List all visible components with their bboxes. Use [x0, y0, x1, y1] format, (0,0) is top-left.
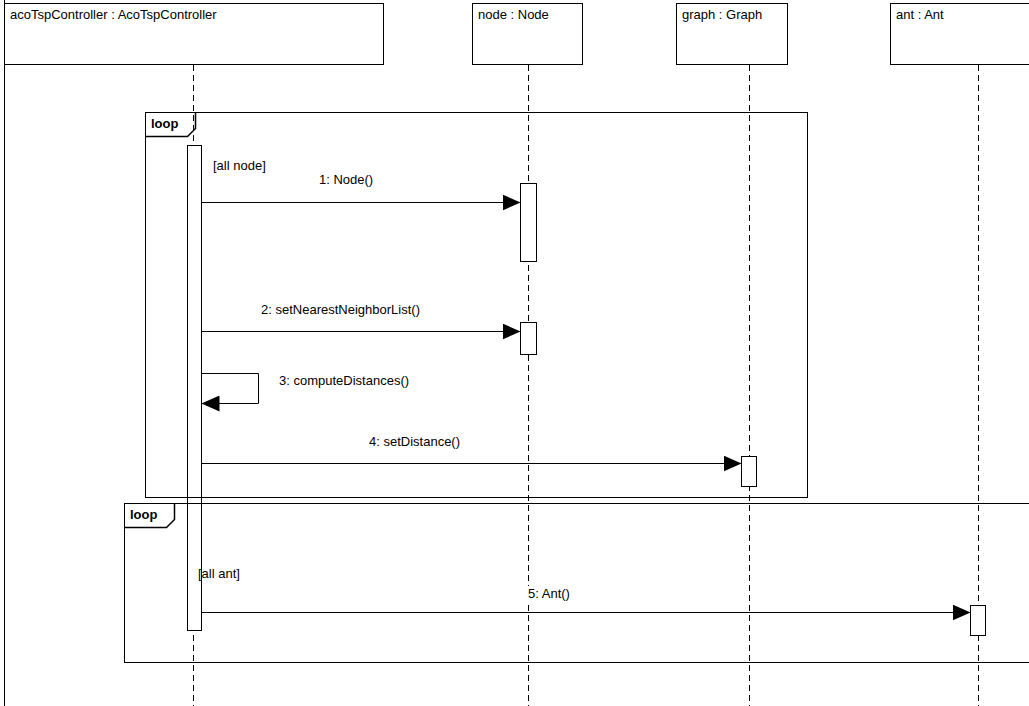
activation-bar: [521, 184, 537, 262]
lifeline-name: graph : Graph: [682, 7, 762, 22]
lifeline: [749, 65, 750, 706]
lifeline-name: node : Node: [478, 7, 549, 22]
self-message: [202, 374, 259, 404]
message-arrow: [202, 463, 741, 464]
message-label: 2: setNearestNeighborList(): [260, 302, 421, 317]
loop-fragment: loop [all ant]: [124, 503, 1029, 663]
diagram-border: [4, 0, 5, 706]
activation-bar: [521, 323, 537, 355]
message-arrow: [202, 612, 970, 613]
loop-fragment: loop [all node]: [145, 112, 808, 498]
lifeline-name: acoTspController : AcoTspController: [10, 7, 217, 22]
message-label: 3: computeDistances(): [278, 373, 410, 388]
lifeline: [528, 65, 529, 706]
message-arrow: [202, 202, 520, 203]
lifeline-head: node : Node: [472, 3, 583, 65]
activation-bar: [188, 146, 202, 631]
lifeline-head: graph : Graph: [676, 3, 788, 65]
message-label: 1: Node(): [318, 172, 374, 187]
guard-condition: [all ant]: [198, 566, 240, 581]
fragment-operator: loop: [151, 116, 178, 131]
message-label: 5: Ant(): [527, 586, 571, 601]
lifeline-head: acoTspController : AcoTspController: [4, 3, 384, 65]
activation-bar: [971, 606, 986, 636]
message-label: 4: setDistance(): [368, 434, 461, 449]
lifeline-name: ant : Ant: [896, 7, 944, 22]
activation-bar: [742, 457, 757, 487]
lifeline-head: ant : Ant: [890, 3, 1029, 65]
fragment-operator: loop: [130, 507, 157, 522]
guard-condition: [all node]: [213, 158, 266, 173]
message-arrow: [202, 331, 520, 332]
